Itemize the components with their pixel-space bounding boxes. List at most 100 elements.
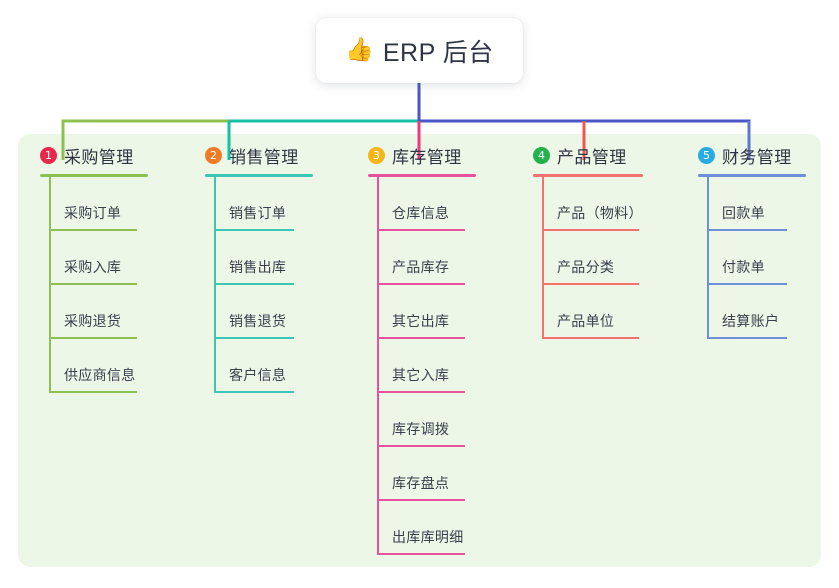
tree-item[interactable]: 产品（物料） [542,177,678,231]
tree-item-underline [542,283,639,285]
tree-item-label: 出库库明细 [392,529,464,545]
column-number-badge: 3 [368,146,385,164]
tree-item-underline [377,283,465,285]
tree-item-label: 产品分类 [557,259,615,275]
column-items: 采购订单采购入库采购退货供应商信息 [40,177,185,393]
tree-item[interactable]: 客户信息 [214,339,350,393]
column-title: 库存管理 [392,147,462,167]
column-title: 采购管理 [64,147,134,167]
tree-item-underline [377,499,465,501]
column-title: 产品管理 [557,147,627,167]
column-spine [49,177,51,393]
tree-item-label: 采购退货 [64,313,122,329]
tree-item-label: 回款单 [722,205,765,221]
column-underline [368,174,476,177]
column-header[interactable]: 3 库存管理 [368,142,513,168]
tree-item[interactable]: 销售退货 [214,285,350,339]
column-title: 财务管理 [722,147,792,167]
tree-item-label: 产品（物料） [557,205,643,221]
tree-item[interactable]: 结算账户 [707,285,828,339]
tree-item[interactable]: 其它出库 [377,285,513,339]
tree-item-label: 销售退货 [229,313,287,329]
root-node-title: ERP 后台 [382,38,494,67]
tree-item-underline [214,229,294,231]
column-spine [542,177,544,339]
tree-item-label: 产品库存 [392,259,450,275]
tree-item[interactable]: 仓库信息 [377,177,513,231]
tree-item-label: 客户信息 [229,367,287,383]
column-underline [533,174,643,177]
column-header[interactable]: 2 销售管理 [205,142,350,168]
tree-item-label: 仓库信息 [392,205,450,221]
root-node-card[interactable]: 👍 ERP 后台 [316,18,523,83]
thumbs-up-icon: 👍 [345,37,374,63]
tree-item-underline [377,229,465,231]
tree-item[interactable]: 销售订单 [214,177,350,231]
column-number-badge: 4 [533,146,550,164]
tree-item-label: 其它入库 [392,367,450,383]
tree-item[interactable]: 库存调拨 [377,393,513,447]
tree-item[interactable]: 出库库明细 [377,501,513,555]
column-产品管理: 4 产品管理产品（物料） 产品分类产品单位 [533,142,678,339]
tree-item[interactable]: 产品单位 [542,285,678,339]
tree-item-underline [49,337,137,339]
column-采购管理: 1 采购管理采购订单采购入库采购退货供应商信息 [40,142,185,393]
tree-item-underline [542,337,639,339]
column-underline [40,174,148,177]
tree-item-underline [377,445,465,447]
tree-item-underline [542,229,639,231]
tree-item-label: 库存调拨 [392,421,450,437]
diagram-panel [18,134,821,567]
tree-item[interactable]: 采购入库 [49,231,185,285]
tree-item-label: 销售订单 [229,205,287,221]
column-spine [377,177,379,555]
column-title: 销售管理 [229,147,299,167]
tree-item-underline [214,337,294,339]
column-header[interactable]: 1 采购管理 [40,142,185,168]
tree-item-underline [49,283,137,285]
tree-item[interactable]: 供应商信息 [49,339,185,393]
column-number-badge: 1 [40,146,57,164]
tree-item-label: 其它出库 [392,313,450,329]
tree-item[interactable]: 回款单 [707,177,828,231]
column-underline [205,174,313,177]
tree-item[interactable]: 产品库存 [377,231,513,285]
column-销售管理: 2 销售管理销售订单销售出库销售退货客户信息 [205,142,350,393]
tree-item-underline [707,283,787,285]
tree-item-label: 结算账户 [722,313,780,329]
tree-item-underline [377,391,465,393]
column-items: 回款单付款单结算账户 [698,177,828,339]
tree-item[interactable]: 产品分类 [542,231,678,285]
tree-item-label: 库存盘点 [392,475,450,491]
tree-item-label: 产品单位 [557,313,615,329]
tree-item-underline [214,391,294,393]
tree-item-underline [49,229,137,231]
tree-item-underline [707,229,787,231]
column-underline [698,174,806,177]
tree-item[interactable]: 销售出库 [214,231,350,285]
column-spine [707,177,709,339]
tree-item-underline [377,337,465,339]
tree-item-underline [49,391,137,393]
tree-item-label: 付款单 [722,259,765,275]
column-items: 产品（物料） 产品分类产品单位 [533,177,678,339]
tree-item[interactable]: 库存盘点 [377,447,513,501]
column-number-badge: 5 [698,146,715,164]
column-items: 销售订单销售出库销售退货客户信息 [205,177,350,393]
column-header[interactable]: 4 产品管理 [533,142,678,168]
tree-item-label: 供应商信息 [64,367,136,383]
column-spine [214,177,216,393]
tree-item-underline [377,553,465,555]
column-items: 仓库信息产品库存其它出库其它入库库存调拨库存盘点出库库明细 [368,177,513,555]
tree-item[interactable]: 付款单 [707,231,828,285]
tree-item-label: 采购入库 [64,259,122,275]
column-header[interactable]: 5 财务管理 [698,142,828,168]
tree-item-label: 销售出库 [229,259,287,275]
tree-item[interactable]: 采购退货 [49,285,185,339]
column-number-badge: 2 [205,146,222,164]
tree-item[interactable]: 采购订单 [49,177,185,231]
tree-item-label: 采购订单 [64,205,122,221]
column-库存管理: 3 库存管理仓库信息产品库存其它出库其它入库库存调拨库存盘点出库库明细 [368,142,513,555]
tree-item-underline [707,337,787,339]
tree-item[interactable]: 其它入库 [377,339,513,393]
